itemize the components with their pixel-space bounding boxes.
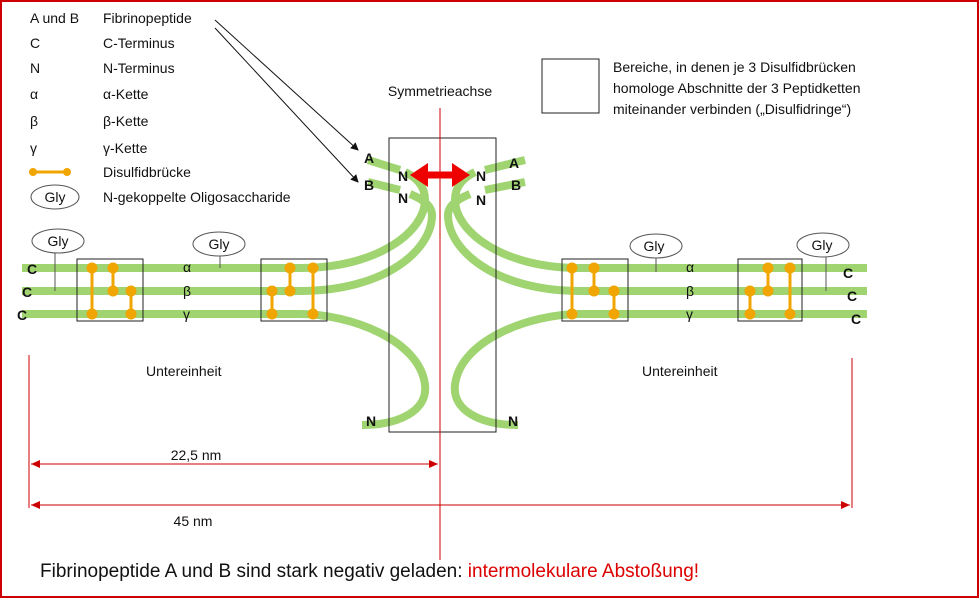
chain-label-alpha-left: α [183,259,191,275]
fibrinopeptide-a-label-left: A [364,150,374,166]
legend-symbol-gamma: γ [30,140,37,156]
c-terminus-alpha-right: C [843,265,853,281]
gamma-chain-left [22,314,425,425]
gly-label: Gly [48,233,69,249]
legend-symbol-ab: A und B [30,10,79,26]
n-terminus-beta-right: N [476,192,486,208]
legend: A und B Fibrinopeptide C C-Terminus N N-… [29,10,861,209]
legend-text-n-terminus: N-Terminus [103,60,175,76]
chain-label-gamma-right: γ [686,306,693,322]
dimension-half-label: 22,5 nm [171,447,222,463]
symmetry-axis-label: Symmetrieachse [388,83,492,99]
c-terminus-gamma-right: C [851,311,861,327]
fibrinopeptide-b-label-left: B [364,177,374,193]
gly-marker-right-2: Gly [797,233,849,291]
legend-symbol-alpha: α [30,86,38,102]
gly-label: Gly [644,238,665,254]
legend-text-gamma: γ-Kette [103,140,148,156]
gly-marker-left-1: Gly [32,229,84,291]
subunit-label-right: Untereinheit [642,363,718,379]
legend-symbol-beta: β [30,113,38,129]
chain-label-alpha-right: α [686,259,694,275]
n-terminus-alpha-right: N [476,168,486,184]
fibrinopeptide-pointer-arrows [215,20,358,182]
gly-marker-left-2: Gly [193,232,245,268]
legend-text-oligosaccharide: N-gekoppelte Oligosaccharide [103,189,291,205]
n-terminus-gamma-left: N [366,413,376,429]
caption: Fibrinopeptide A und B sind stark negati… [40,561,699,583]
dimension-half [31,460,438,468]
disulfide-ring-legend-box [542,59,599,113]
caption-highlight: intermolekulare Abstoßung! [468,561,699,582]
chain-label-beta-left: β [183,283,191,299]
disulfide-bond-icon [29,168,71,176]
chain-label-beta-right: β [686,283,694,299]
legend-text-fibrinopeptide: Fibrinopeptide [103,10,192,26]
legend-symbol-gly: Gly [45,189,66,205]
subunit-label-left: Untereinheit [146,363,222,379]
gly-label: Gly [812,237,833,253]
legend-text-alpha: α-Kette [103,86,149,102]
legend-text-beta: β-Kette [103,113,149,129]
box-legend-line-1: Bereiche, in denen je 3 Disulfidbrücken [613,59,856,75]
c-terminus-alpha-left: C [27,261,37,277]
n-terminus-alpha-left: N [398,168,408,184]
n-terminus-gamma-right: N [508,413,518,429]
legend-symbol-n: N [30,60,40,76]
fibrinopeptide-b-label-right: B [511,177,521,193]
box-legend-line-3: miteinander verbinden („Disulfidringe“) [613,101,851,117]
dimension-full-label: 45 nm [174,513,213,529]
legend-symbol-c: C [30,35,40,51]
legend-text-disulfide: Disulfidbrücke [103,164,191,180]
box-legend-line-2: homologe Abschnitte der 3 Peptidketten [613,80,861,96]
c-terminus-beta-left: C [22,284,32,300]
legend-text-c-terminus: C-Terminus [103,35,175,51]
c-terminus-gamma-left: C [17,307,27,323]
gly-label: Gly [209,236,230,252]
c-terminus-beta-right: C [847,288,857,304]
fibrinopeptide-a-label-right: A [509,155,519,171]
chain-label-gamma-left: γ [183,306,190,322]
caption-text: Fibrinopeptide A und B sind stark negati… [40,561,468,582]
n-terminus-beta-left: N [398,190,408,206]
